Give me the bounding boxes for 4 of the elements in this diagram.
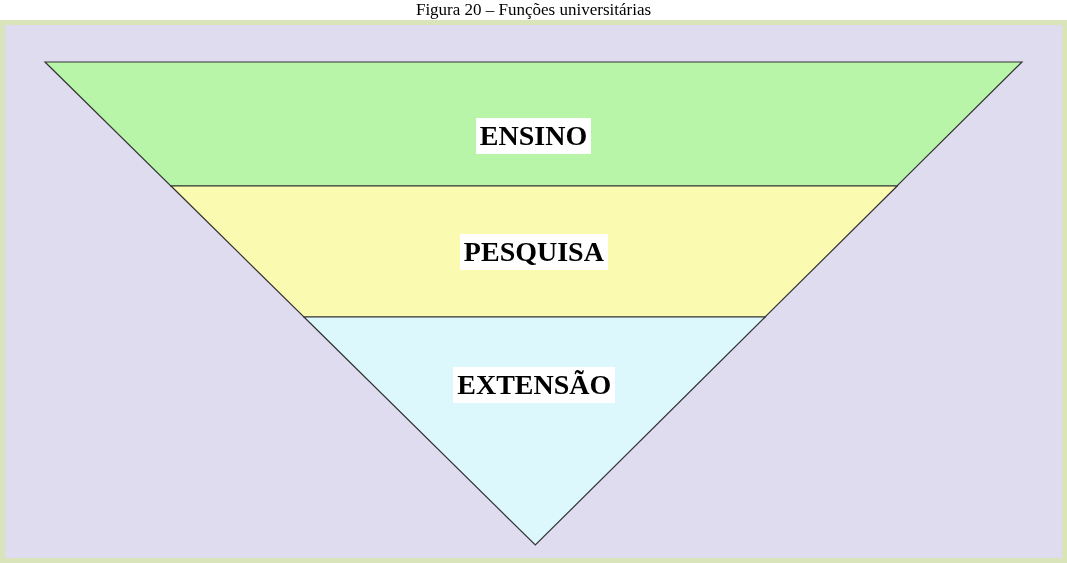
band-label: EXTENSÃO xyxy=(453,367,616,404)
band-label: ENSINO xyxy=(475,118,592,155)
band-label: PESQUISA xyxy=(459,233,608,270)
figure-title: Figura 20 – Funções universitárias xyxy=(414,0,653,20)
